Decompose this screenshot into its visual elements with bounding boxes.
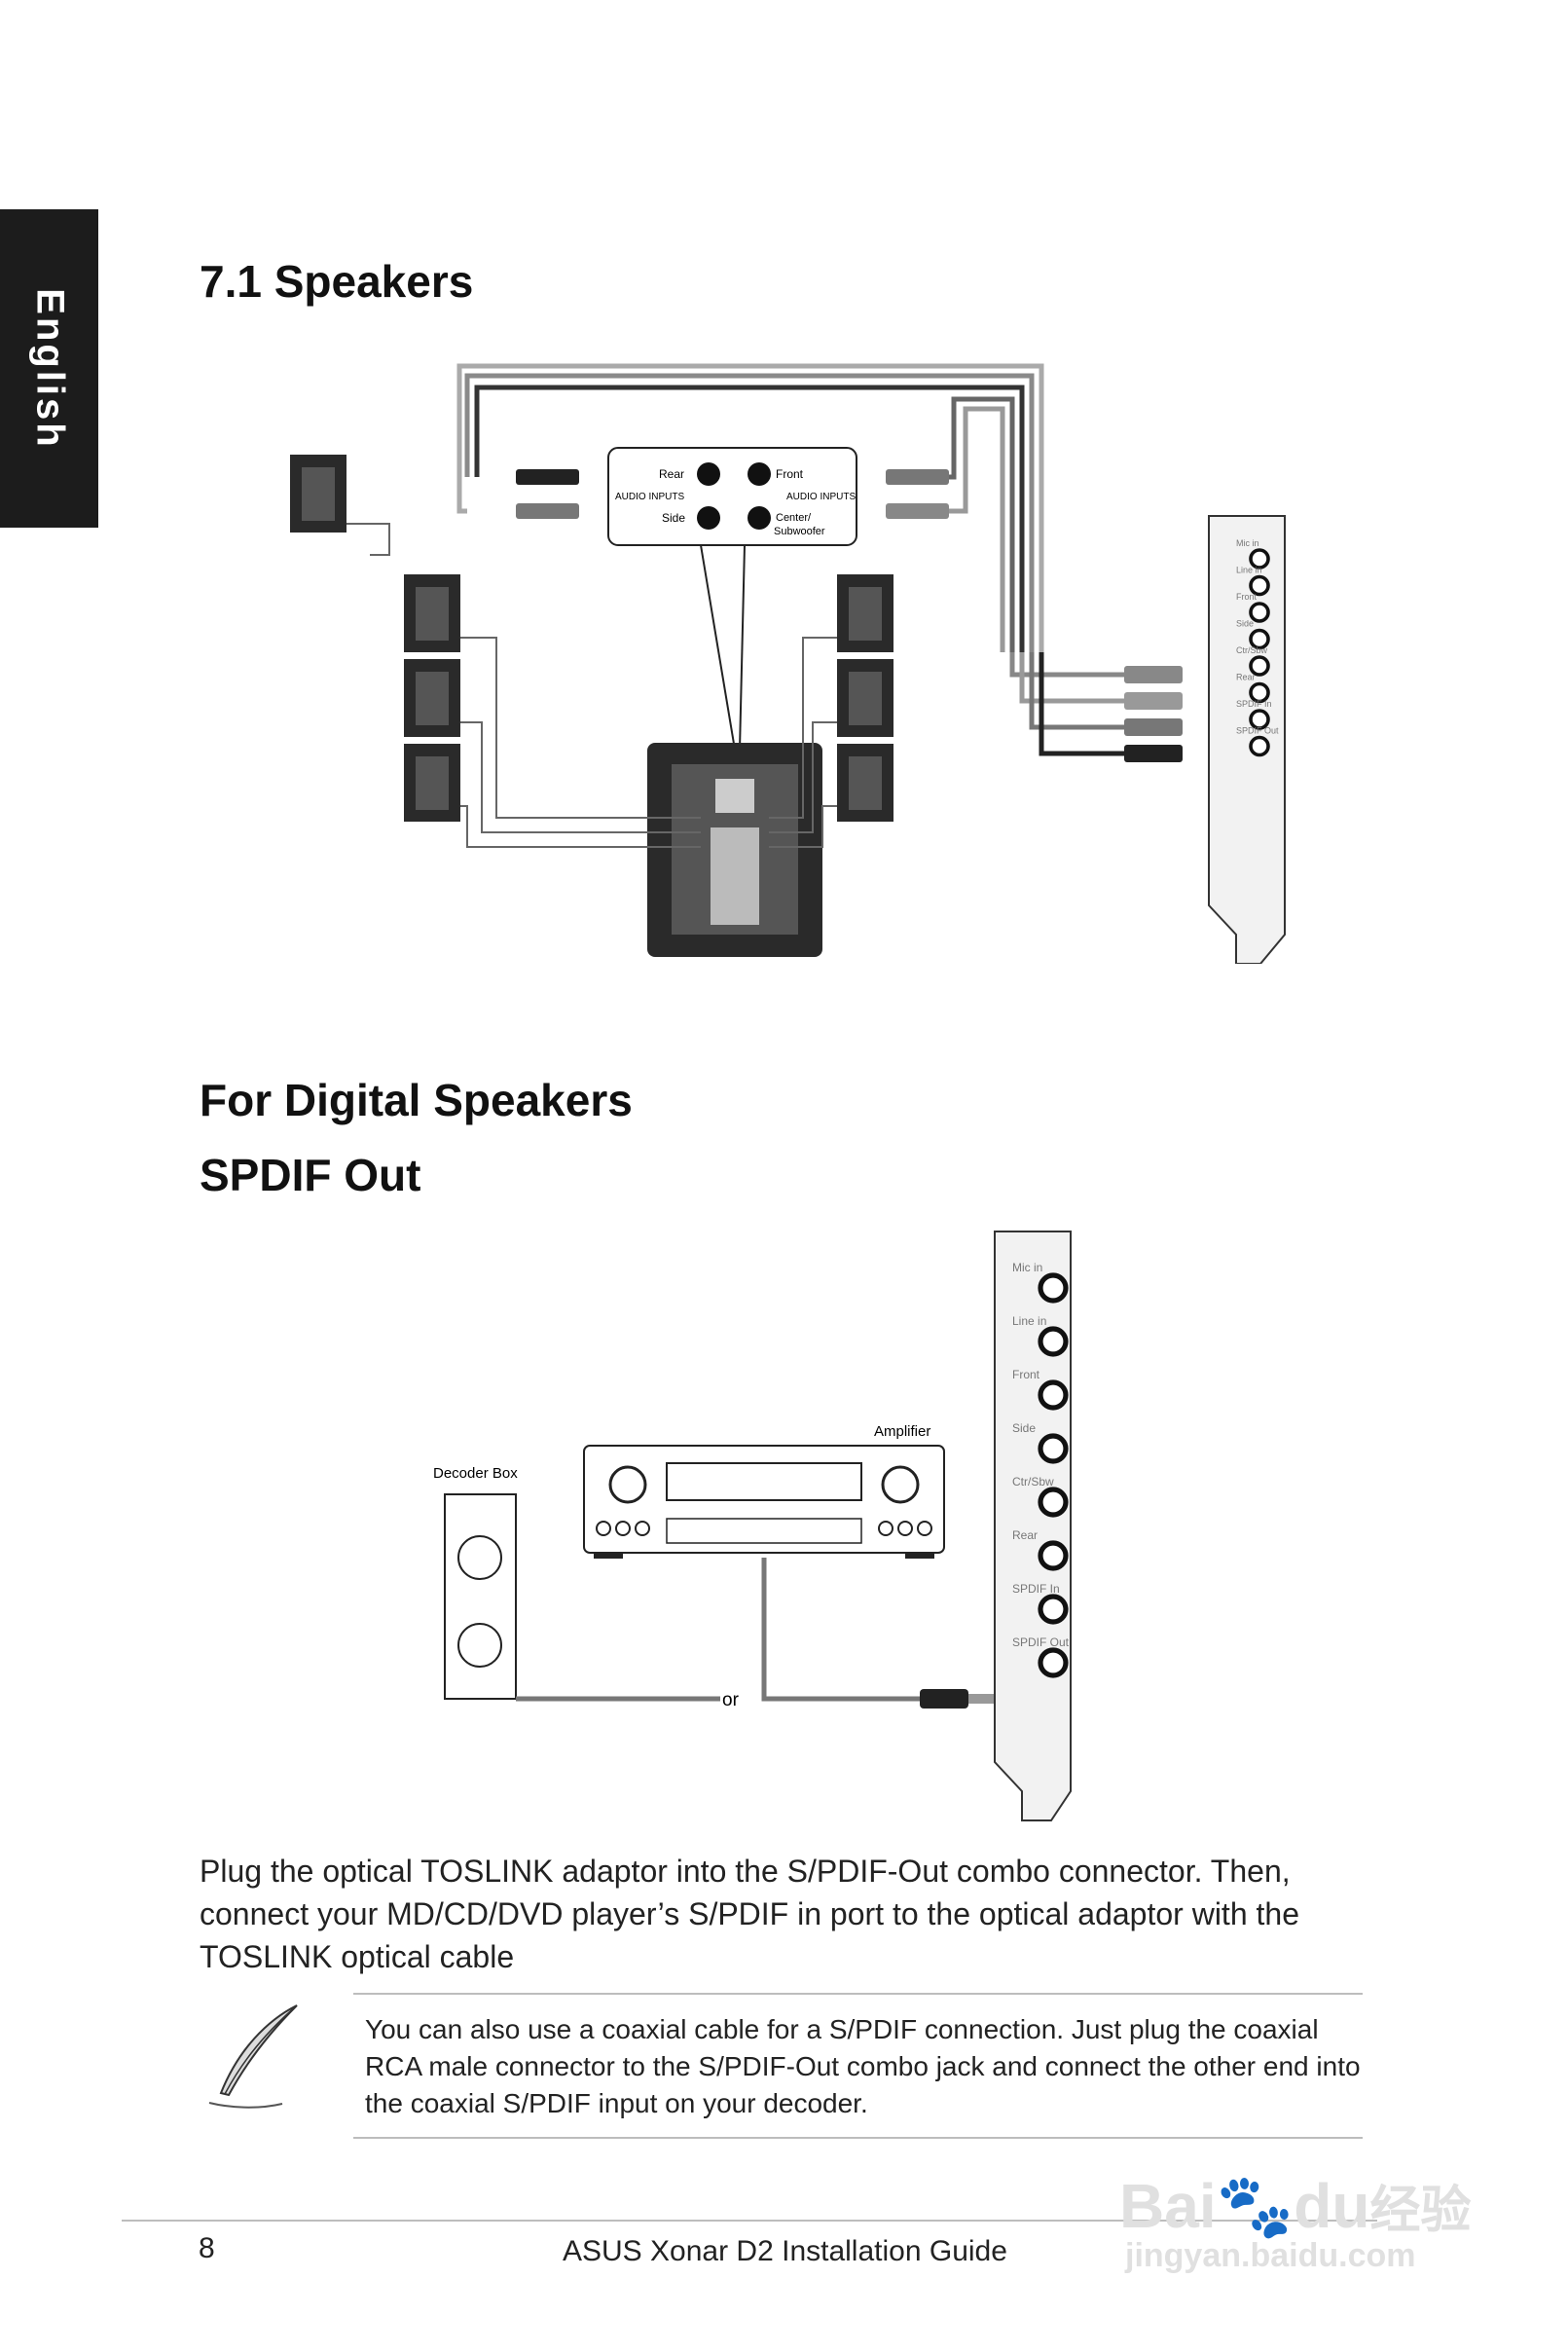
speaker-left-2 — [404, 659, 460, 737]
card1-port-jack-6 — [1249, 709, 1270, 730]
card1-port-jack-3 — [1249, 628, 1270, 650]
panel-label-center: Center/ — [776, 512, 812, 524]
note-feather-icon — [208, 2004, 298, 2109]
note-top-rule — [353, 1993, 1363, 1995]
speaker-right-2 — [837, 659, 893, 737]
section-title-7-1-speakers: 7.1 Speakers — [200, 256, 474, 307]
or-label: or — [722, 1690, 740, 1710]
card2-port-jack-5 — [1038, 1540, 1069, 1571]
watermark-brand-du: du — [1294, 2171, 1370, 2241]
watermark-cn: 经验 — [1369, 2183, 1472, 2239]
amplifier: Amplifier — [583, 1423, 945, 1559]
card2-port-jack-4 — [1038, 1487, 1069, 1518]
watermark-url: jingyan.baidu.com — [1125, 2237, 1416, 2274]
card1-port-label-6: SPDIF In — [1236, 699, 1272, 709]
card2-port-label-7: SPDIF Out — [1012, 1635, 1070, 1649]
footer-guide-title: ASUS Xonar D2 Installation Guide — [563, 2235, 1007, 2267]
language-tab: English — [0, 209, 98, 528]
card1-port-label-0: Mic in — [1236, 538, 1259, 548]
speaker-front-left — [290, 455, 346, 533]
decoder-box-label: Decoder Box — [433, 1465, 518, 1482]
card1-port-jack-0 — [1249, 548, 1270, 570]
card2-port-label-6: SPDIF In — [1012, 1582, 1060, 1596]
card1-port-jack-7 — [1249, 735, 1270, 757]
card1-port-label-7: SPDIF Out — [1236, 726, 1279, 736]
language-tab-label: English — [28, 287, 71, 450]
card1-port-jack-5 — [1249, 681, 1270, 704]
body-paragraph: Plug the optical TOSLINK adaptor into th… — [200, 1854, 1299, 1974]
toslink-plug — [920, 1689, 998, 1709]
watermark-brand: Bai — [1119, 2171, 1217, 2241]
card2-port-jack-6 — [1038, 1594, 1069, 1625]
panel-label-rear: Rear — [659, 467, 684, 481]
panel-label-front: Front — [776, 467, 804, 481]
panel-to-subwoofer-wires — [700, 544, 746, 751]
speaker-audio-input-panel: Rear Front AUDIO INPUTS AUDIO INPUTS Sid… — [607, 447, 857, 546]
decoder-box: Decoder Box — [433, 1465, 518, 1700]
amplifier-label: Amplifier — [874, 1423, 930, 1440]
section-title-digital-speakers: For Digital Speakers — [200, 1075, 633, 1125]
card-plugs — [1124, 666, 1183, 762]
panel-label-side: Side — [662, 511, 685, 525]
card2-port-jack-1 — [1038, 1326, 1069, 1357]
note-text: You can also use a coaxial cable for a S… — [365, 2014, 1361, 2118]
panel-plugs — [516, 469, 949, 519]
card1-port-label-5: Rear — [1236, 673, 1256, 682]
card2-port-jack-7 — [1038, 1647, 1069, 1678]
card2-port-label-1: Line in — [1012, 1314, 1046, 1328]
speaker-left-3 — [404, 744, 460, 822]
card1-port-label-4: Ctr/Sbw — [1236, 645, 1268, 655]
card2-port-jack-2 — [1038, 1379, 1069, 1411]
footer-rule — [122, 2220, 1377, 2222]
note-bottom-rule — [353, 2137, 1363, 2139]
speaker-right-1 — [837, 574, 893, 652]
card1-port-label-2: Front — [1236, 592, 1258, 602]
watermark-paw-icon: 🐾 — [1216, 2171, 1295, 2241]
card2-port-jack-3 — [1038, 1433, 1069, 1464]
speaker-wires — [346, 523, 837, 848]
card2-port-label-4: Ctr/Sbw — [1012, 1475, 1054, 1488]
card2-port-label-2: Front — [1012, 1368, 1040, 1381]
card1-port-jack-4 — [1249, 655, 1270, 677]
spdif-out-diagram: Amplifier Decoder Box or Mic in Line in Fr… — [433, 1231, 1072, 1821]
card1-port-jack-1 — [1249, 574, 1270, 597]
card1-port-label-3: Side — [1236, 619, 1254, 629]
card2-port-label-5: Rear — [1012, 1528, 1038, 1542]
speakers-7-1-diagram: Rear Front AUDIO INPUTS AUDIO INPUTS Sid… — [290, 363, 1286, 964]
spdif-cables — [516, 1558, 920, 1702]
footer-page-number: 8 — [199, 2232, 215, 2264]
card1-port-jack-2 — [1249, 602, 1270, 623]
panel-label-audio-inputs-right: AUDIO INPUTS — [786, 492, 856, 502]
card2-port-label-0: Mic in — [1012, 1261, 1042, 1274]
panel-label-subwoofer: Subwoofer — [774, 526, 825, 537]
panel-label-audio-inputs-left: AUDIO INPUTS — [615, 492, 684, 502]
card2-port-jack-0 — [1038, 1272, 1069, 1304]
card2-port-label-3: Side — [1012, 1421, 1036, 1435]
card-cables — [1009, 652, 1129, 756]
subwoofer-box — [647, 743, 822, 957]
speaker-left-1 — [404, 574, 460, 652]
speaker-right-3 — [837, 744, 893, 822]
section-subtitle-spdif-out: SPDIF Out — [200, 1150, 421, 1200]
card1-port-label-1: Line in — [1236, 566, 1262, 575]
baidu-watermark: Bai🐾du经验 jingyan.baidu.com — [1119, 2169, 1471, 2275]
